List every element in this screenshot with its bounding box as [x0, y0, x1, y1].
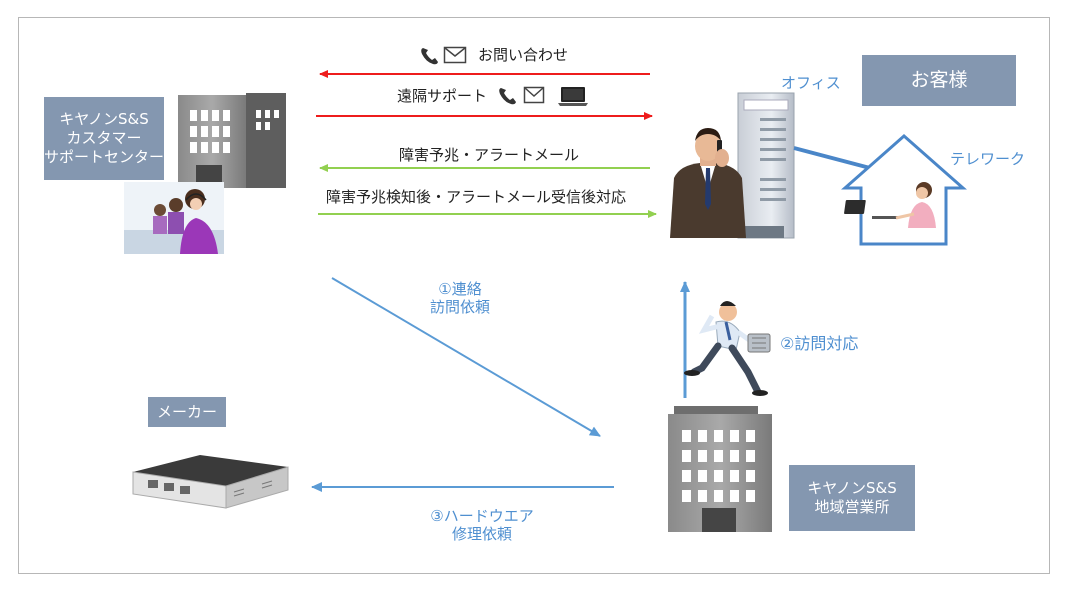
- inquiry-mail-icon: [443, 46, 467, 64]
- businessman-on-phone-image: [670, 128, 746, 238]
- telework-label: テレワーク: [950, 150, 1026, 168]
- branch-line-2: 地域営業所: [814, 498, 890, 516]
- maker-label: メーカー: [156, 402, 217, 421]
- inquiry-phone-icon: [421, 48, 438, 65]
- customer-label: お客様: [910, 68, 968, 91]
- step3-line-2: 修理依頼: [451, 525, 512, 543]
- step1-arrow: [331, 277, 601, 437]
- diagram-frame: [18, 17, 1050, 574]
- support-center-line-2: カスタマー: [66, 129, 142, 148]
- remote-mail-icon: [523, 86, 545, 104]
- support-center-line-3: サポートセンター: [44, 147, 165, 166]
- support-center-line-1: キヤノンS&S: [59, 110, 149, 129]
- step1-label: ①連絡 訪問依頼: [410, 280, 510, 316]
- remote-support-label: 遠隔サポート: [397, 87, 488, 105]
- fault-alert-label: 障害予兆・アラートメール: [399, 146, 580, 164]
- office-telework-link: [793, 146, 871, 170]
- customer-label-box: お客様: [862, 55, 1016, 106]
- maker-factory-icon: [132, 455, 289, 509]
- support-center-label-box: キヤノンS&S カスタマー サポートセンター: [44, 97, 164, 180]
- step2-label: ②訪問対応: [780, 334, 859, 353]
- step3-line-1: ③ハードウエア: [430, 507, 534, 525]
- inquiry-label: お問い合わせ: [478, 46, 569, 64]
- step1-line-1: ①連絡: [438, 280, 482, 298]
- fault-response-label: 障害予兆検知後・アラートメール受信後対応: [326, 188, 627, 206]
- branch-office-building-icon: [668, 406, 772, 532]
- maker-label-box: メーカー: [148, 397, 226, 427]
- office-label: オフィス: [781, 74, 841, 92]
- remote-phone-icon: [499, 88, 516, 105]
- support-center-building-icon: [178, 93, 286, 188]
- call-center-operators-image: [124, 182, 224, 254]
- running-businessman-image: [684, 301, 771, 396]
- office-building-icon: [737, 92, 795, 239]
- telework-house-icon: [841, 134, 967, 246]
- branch-label-box: キヤノンS&S 地域営業所: [789, 465, 915, 531]
- step1-line-2: 訪問依頼: [429, 298, 490, 316]
- branch-line-1: キヤノンS&S: [807, 479, 897, 498]
- step3-label: ③ハードウエア 修理依頼: [412, 507, 552, 543]
- laptop-icon: [558, 87, 588, 106]
